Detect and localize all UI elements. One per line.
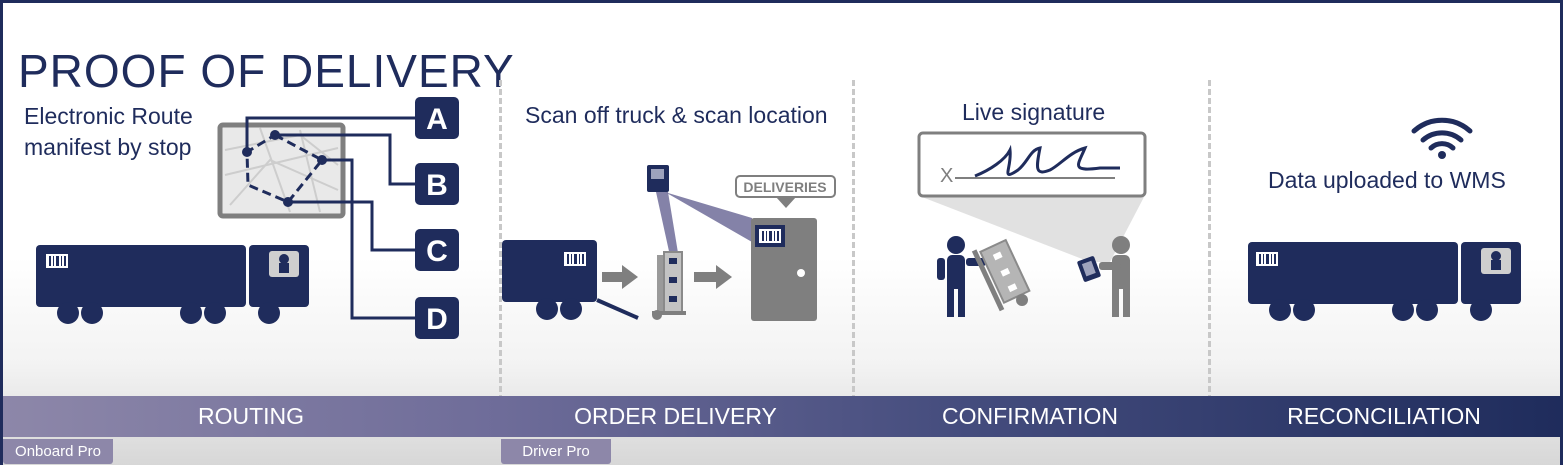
arrow-right-icon: [602, 265, 638, 289]
hand-truck-boxes-icon: [971, 238, 1031, 312]
caption-confirmation: Live signature: [962, 99, 1106, 125]
customer-person-icon: [1099, 236, 1130, 317]
truck-icon: [1248, 242, 1521, 321]
deliveries-sign: DELIVERIES: [735, 175, 836, 208]
delivery-truck-rear-icon: [502, 240, 639, 320]
stage-confirmation: CONFIRMATION: [942, 403, 1118, 429]
stop-label: D: [426, 303, 448, 336]
stop-badge-a: A: [415, 97, 459, 139]
tag-onboard-pro: Onboard Pro: [3, 439, 113, 464]
delivery-door-icon: [751, 218, 817, 321]
arrow-right-icon: [694, 265, 732, 289]
stage-divider: [1208, 80, 1211, 437]
stop-badge-c: C: [415, 229, 459, 271]
stop-label: A: [426, 103, 448, 136]
stage-divider: [499, 80, 502, 437]
route-stop-marker: [283, 197, 293, 207]
caption-order-delivery: Scan off truck & scan location: [525, 102, 828, 128]
stage-reconciliation: RECONCILIATION: [1287, 403, 1481, 429]
signature-beam: [922, 197, 1144, 262]
route-connector-lines: [245, 116, 416, 320]
route-stop-marker: [242, 147, 252, 157]
route-stop-marker: [317, 155, 327, 165]
route-stop-marker: [270, 130, 280, 140]
stage-order-delivery: ORDER DELIVERY: [574, 403, 777, 429]
truck-icon: [36, 245, 309, 324]
stop-badge-b: B: [415, 163, 459, 205]
deliveries-sign-label: DELIVERIES: [743, 179, 826, 195]
tag-driver-pro: Driver Pro: [501, 439, 611, 464]
handheld-scanner-icon: [647, 165, 669, 192]
stop-label: B: [426, 169, 448, 202]
stop-badge-d: D: [415, 297, 459, 339]
stage-bar: [3, 396, 1560, 437]
driver-person-icon: [937, 236, 986, 317]
stop-label: C: [426, 235, 448, 268]
caption-routing: Electronic Route manifest by stop: [24, 103, 193, 160]
diagram-title: PROOF OF DELIVERY: [18, 44, 515, 97]
hand-truck-icon: [652, 251, 686, 320]
wifi-dot: [1438, 151, 1446, 159]
caption-reconciliation: Data uploaded to WMS: [1268, 167, 1506, 193]
stage-routing: ROUTING: [197, 403, 305, 429]
stage-divider: [852, 80, 855, 437]
wifi-icon: [1411, 117, 1473, 151]
scan-beam: [656, 190, 752, 265]
signature-box: X: [917, 131, 1147, 198]
tablet-device-icon: [1077, 256, 1101, 282]
signature-x-mark: X: [940, 165, 953, 187]
